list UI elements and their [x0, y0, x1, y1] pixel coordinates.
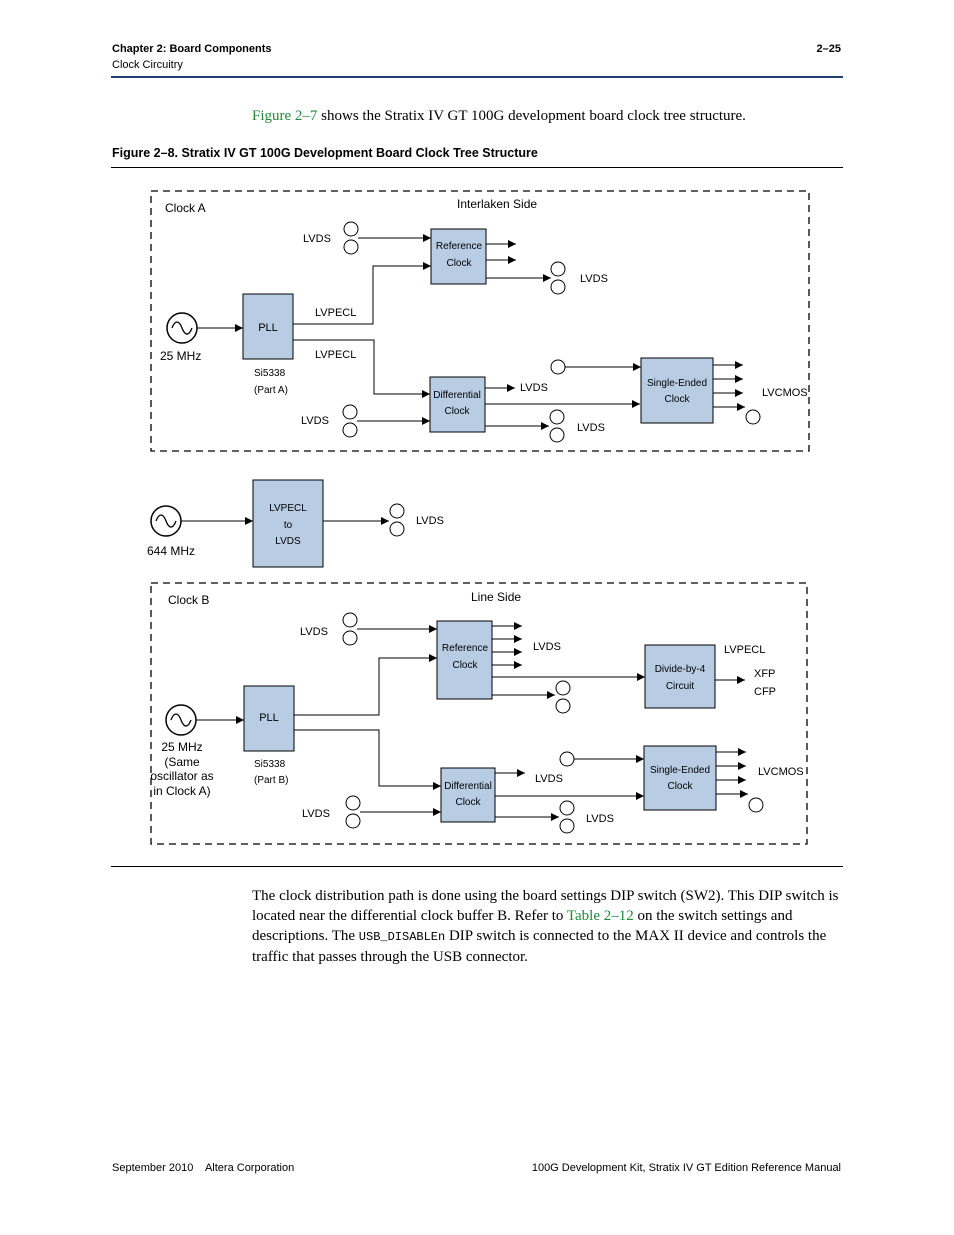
clock-b-osc-line-1: 25 MHz	[161, 740, 202, 754]
oscillator-icon	[166, 312, 198, 344]
signal-name: USB_DISABLEn	[358, 930, 446, 944]
clock-b-pll-box	[243, 685, 295, 752]
clock-a-lvds-out-bottom: LVDS	[577, 422, 605, 434]
clock-b-lvpecl: LVPECL	[724, 644, 765, 656]
middle-osc-freq: 644 MHz	[147, 544, 195, 558]
clock-a-lvds-in-bottom: LVDS	[301, 415, 329, 427]
converter-label-2: to	[284, 520, 293, 531]
clock-b-single-ended-clock-box	[643, 745, 717, 811]
clock-b-lvds-ref-out: LVDS	[533, 641, 561, 653]
clock-a-lvds-in-top: LVDS	[303, 233, 331, 245]
middle-lvds-out: LVDS	[416, 515, 444, 527]
clock-a-label: Clock A	[165, 201, 206, 215]
clock-a-lvcmos: LVCMOS	[762, 387, 808, 399]
clock-a-osc-freq: 25 MHz	[160, 349, 201, 363]
figure-rule-bottom	[111, 866, 843, 867]
line-side-label: Line Side	[471, 590, 521, 604]
converter-label-1: LVPECL	[269, 503, 307, 514]
clock-b-diff-label-1: Differential	[444, 781, 492, 792]
clock-a-se-label-1: Single-Ended	[647, 378, 707, 389]
clock-b-group-border	[150, 582, 808, 845]
header-section: Clock Circuitry	[112, 59, 183, 71]
header-rule	[111, 76, 843, 78]
clock-a-diff-label-2: Clock	[444, 406, 470, 417]
clock-a-pll-label: PLL	[258, 322, 278, 334]
figure-title: Figure 2–8. Stratix IV GT 100G Developme…	[112, 146, 538, 160]
divider-label-2: Circuit	[666, 681, 695, 692]
divide-by-4-box	[644, 644, 716, 709]
cfp-label: CFP	[754, 686, 776, 698]
body-text-1: The clock distribution path is done usin…	[252, 888, 839, 924]
clock-a-group-border	[150, 190, 810, 452]
header-chapter: Chapter 2: Board Components	[112, 43, 272, 55]
clock-b-osc-line-4: in Clock A)	[153, 784, 210, 798]
clock-a-ref-label-2: Clock	[446, 258, 472, 269]
clock-b-osc-line-2: (Same	[164, 755, 200, 769]
converter-label-3: LVDS	[275, 536, 301, 547]
clock-b-lvds-diff-out: LVDS	[535, 773, 563, 785]
intro-paragraph: Figure 2–7 shows the Stratix IV GT 100G …	[252, 106, 842, 126]
clock-a-lvpecl-2: LVPECL	[315, 349, 356, 361]
clock-a-lvpecl-1: LVPECL	[315, 307, 356, 319]
clock-b-pll-part: Si5338	[254, 759, 286, 770]
clock-b-ref-label-2: Clock	[452, 660, 478, 671]
body-paragraph: The clock distribution path is done usin…	[252, 886, 842, 967]
clock-b-lvds-out-bottom: LVDS	[586, 813, 614, 825]
body-text-2: on the switch settings and descriptions.…	[252, 908, 793, 944]
clock-b-lvcmos: LVCMOS	[758, 766, 804, 778]
clock-b-lvds-in-top: LVDS	[300, 626, 328, 638]
oscillator-icon	[165, 704, 197, 736]
clock-b-pll-subpart: (Part B)	[254, 775, 288, 786]
clock-a-se-label-2: Clock	[664, 394, 690, 405]
clock-b-reference-clock-box	[436, 620, 493, 700]
body-text-3: DIP switch is connected to the MAX II de…	[252, 928, 827, 965]
clock-a-differential-clock-box	[429, 376, 486, 433]
clock-a-lvds-out-ref: LVDS	[580, 273, 608, 285]
clock-b-lvds-in-bottom: LVDS	[302, 808, 330, 820]
clock-b-osc-line-3: oscillator as	[150, 769, 213, 783]
clock-a-pll-box	[242, 293, 294, 360]
footer-left: September 2010 Altera Corporation	[112, 1162, 295, 1174]
clock-a-reference-clock-box	[430, 228, 487, 285]
figure-rule-top	[111, 167, 843, 168]
interlaken-side-label: Interlaken Side	[457, 197, 537, 211]
clock-a-diff-label-1: Differential	[433, 390, 481, 401]
clock-a-ref-label-1: Reference	[436, 241, 483, 252]
clock-b-pll-label: PLL	[259, 712, 279, 724]
clock-b-differential-clock-box	[440, 767, 496, 823]
clock-a-pll-part: Si5338	[254, 368, 286, 379]
clock-b-se-label-1: Single-Ended	[650, 765, 710, 776]
intro-text: shows the Stratix IV GT 100G development…	[317, 108, 746, 124]
xfp-label: XFP	[754, 668, 775, 680]
figure-link[interactable]: Figure 2–7	[252, 108, 318, 124]
clock-a-pll-subpart: (Part A)	[254, 385, 288, 396]
clock-a-single-ended-clock-box	[640, 357, 714, 424]
clock-b-ref-label-1: Reference	[442, 643, 489, 654]
table-link[interactable]: Table 2–12	[566, 908, 634, 924]
clock-b-se-label-2: Clock	[667, 781, 693, 792]
clock-b-label: Clock B	[168, 593, 209, 607]
divider-label-1: Divide-by-4	[655, 664, 706, 675]
footer-right: 100G Development Kit, Stratix IV GT Edit…	[531, 1162, 841, 1174]
header-page-number: 2–25	[816, 43, 841, 55]
oscillator-icon	[150, 505, 182, 537]
lvpecl-to-lvds-box	[252, 479, 324, 568]
clock-a-lvds-diff-out: LVDS	[520, 382, 548, 394]
clock-b-diff-label-2: Clock	[455, 797, 481, 808]
